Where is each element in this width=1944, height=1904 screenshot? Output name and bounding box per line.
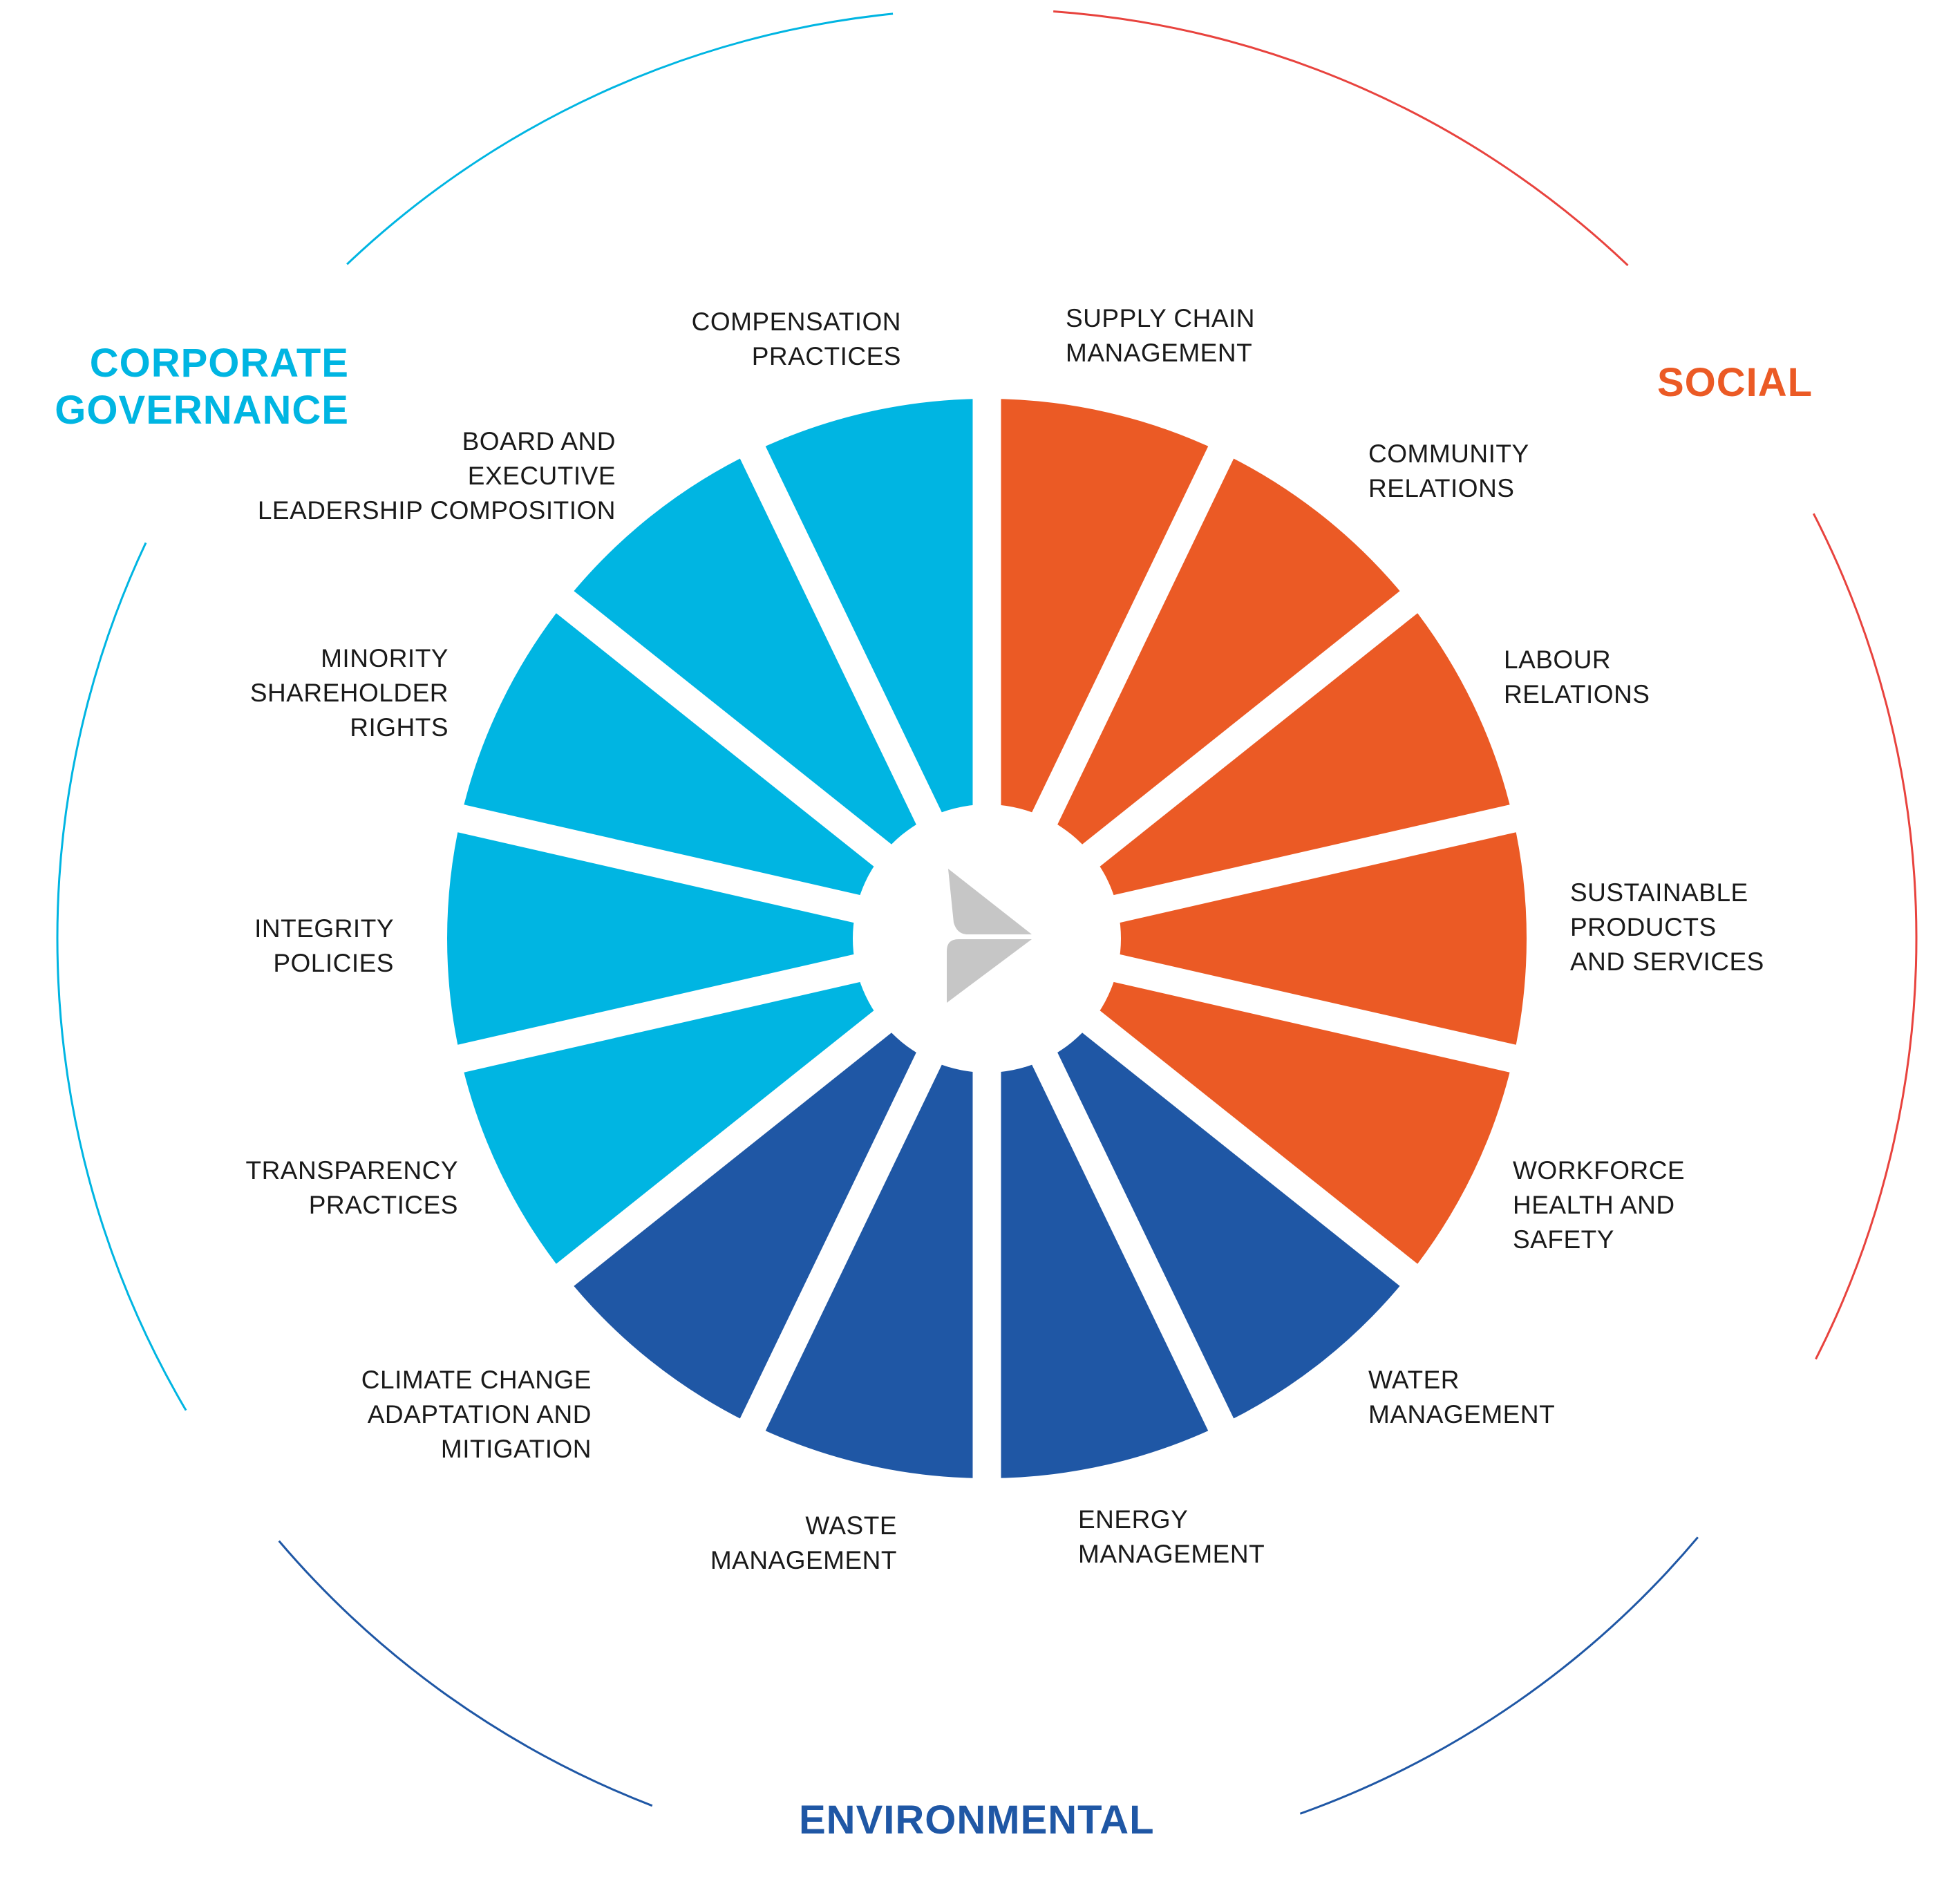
category-arc-governance (56, 542, 187, 1411)
segment-label-community-relations: COMMUNITY RELATIONS (1368, 440, 1529, 502)
segment-label-minority-shareholder: MINORITY SHAREHOLDER RIGHTS (249, 644, 449, 742)
segment-governance (460, 939, 987, 1275)
segment-governance (447, 818, 987, 1059)
category-arcs (56, 10, 1918, 1815)
segment-environmental (565, 939, 987, 1425)
category-title-environmental: ENVIRONMENTAL (799, 1798, 1155, 1842)
segment-social (987, 939, 1513, 1275)
category-arc-social (1812, 513, 1918, 1360)
category-arc-governance (346, 12, 894, 265)
category-arc-environmental (1299, 1536, 1699, 1815)
segment-label-climate-change: CLIMATE CHANGE ADAPTATION AND MITIGATION (361, 1366, 592, 1463)
category-arc-environmental (278, 1540, 653, 1807)
category-title-governance: CORPORATE GOVERNANCE (55, 341, 349, 433)
segment-label-water-management: WATER MANAGEMENT (1368, 1366, 1556, 1429)
category-arc-social (1053, 10, 1629, 267)
segment-social (987, 452, 1409, 939)
segment-label-supply-chain: SUPPLY CHAIN MANAGEMENT (1066, 304, 1255, 367)
segment-governance (565, 452, 987, 939)
segment-label-waste-management: WASTE MANAGEMENT (710, 1511, 897, 1574)
segment-label-workforce-health: WORKFORCE HEALTH AND SAFETY (1513, 1156, 1686, 1254)
segment-governance (460, 602, 987, 939)
segment-label-board-executive: BOARD AND EXECUTIVE LEADERSHIP COMPOSITI… (257, 427, 616, 525)
segment-social (987, 818, 1527, 1059)
segment-label-labour-relations: LABOUR RELATIONS (1504, 645, 1650, 708)
segment-environmental (987, 939, 1409, 1425)
segment-label-transparency: TRANSPARENCY PRACTICES (245, 1156, 458, 1219)
segment-label-energy-management: ENERGY MANAGEMENT (1078, 1505, 1265, 1568)
logo-icon (947, 869, 1032, 1003)
center-hub (853, 804, 1121, 1073)
category-title-social: SOCIAL (1657, 360, 1813, 405)
segment-social (987, 602, 1513, 939)
segment-label-integrity: INTEGRITY POLICIES (254, 914, 394, 977)
segment-label-sustainable-products: SUSTAINABLE PRODUCTS AND SERVICES (1570, 878, 1764, 976)
segment-label-compensation: COMPENSATION PRACTICES (691, 308, 901, 370)
